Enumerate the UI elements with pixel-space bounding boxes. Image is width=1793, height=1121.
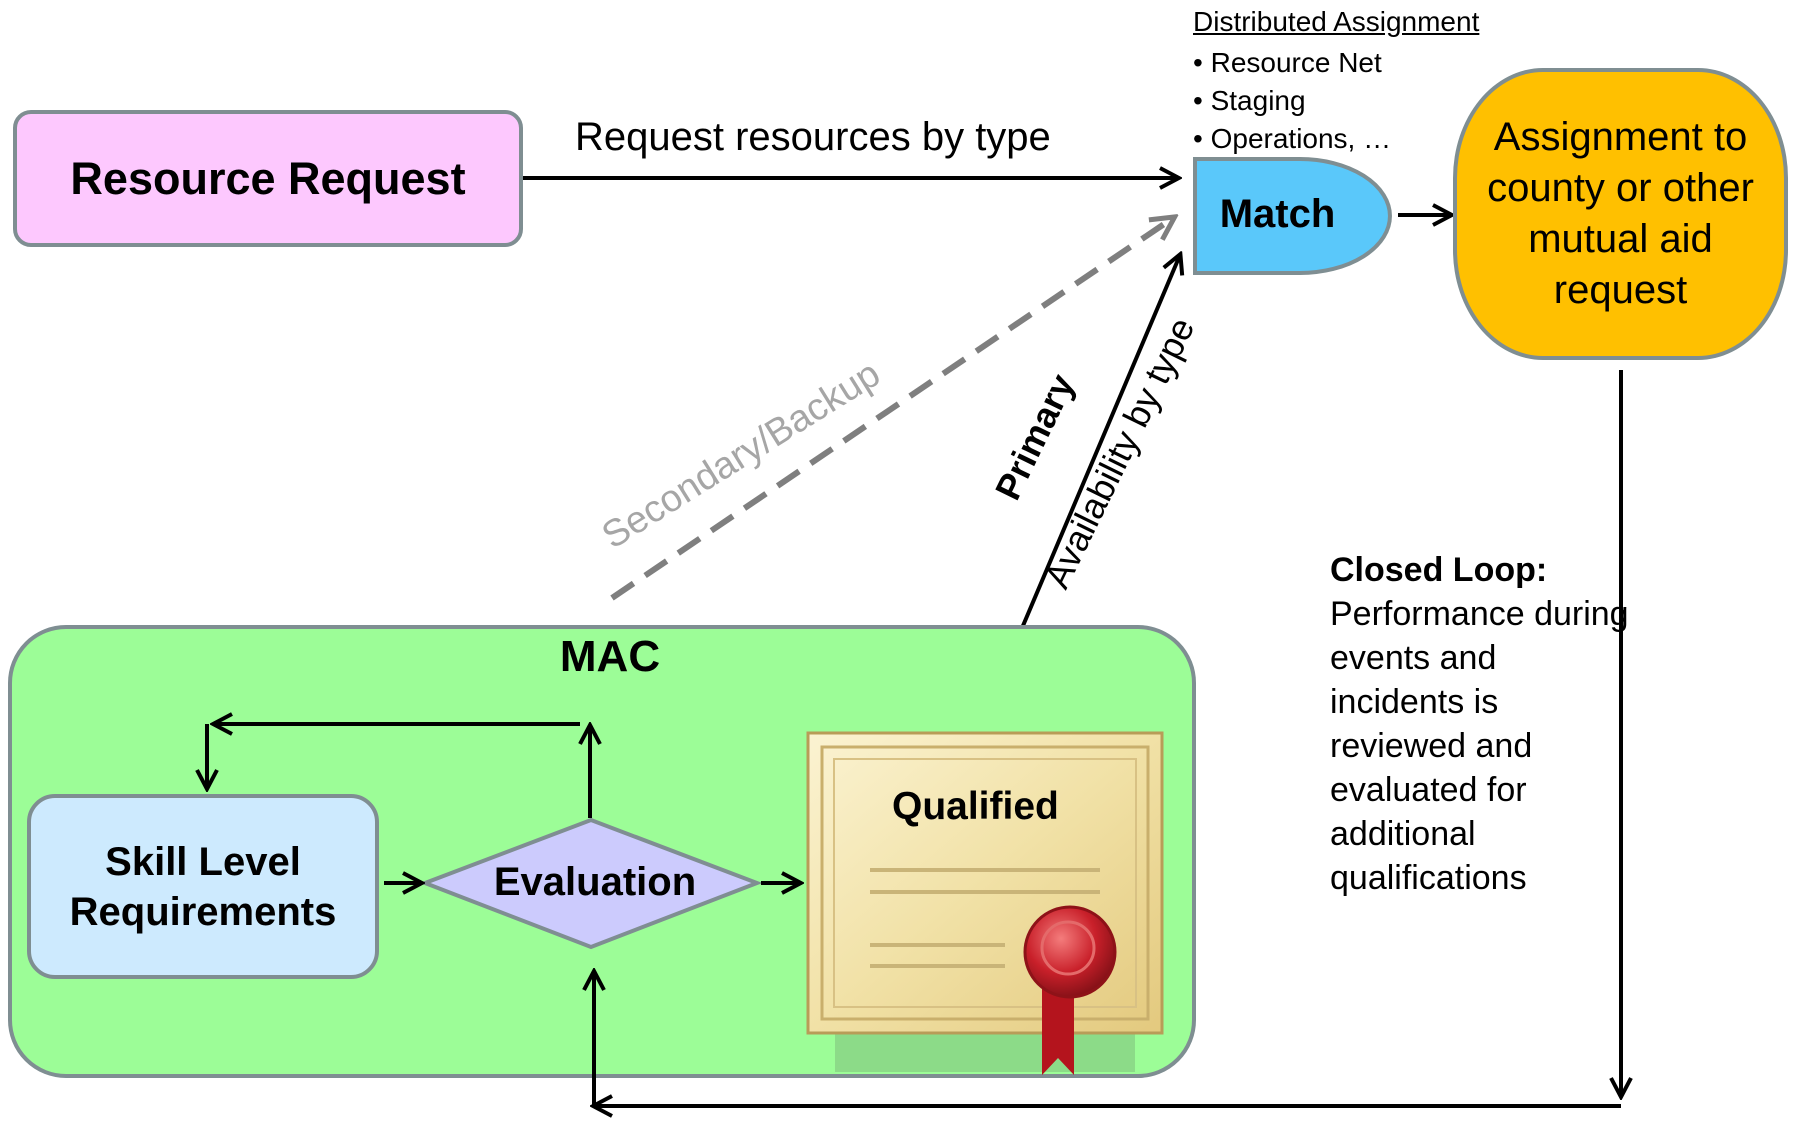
list-item: Staging: [1193, 82, 1391, 120]
list-item: Resource Net: [1193, 44, 1391, 82]
qualified-label: Qualified: [892, 785, 1059, 828]
mac-title: MAC: [559, 632, 661, 681]
match-label: Match: [1219, 192, 1336, 236]
evaluation-diamond: [419, 817, 763, 950]
assignment-box: Assignment to county or other mutual aid…: [1453, 68, 1788, 360]
closed-loop-text: Performance during events and incidents …: [1330, 595, 1629, 897]
resource-request-box: Resource Request: [13, 110, 523, 247]
skill-level-box: Skill Level Requirements: [27, 794, 379, 979]
distributed-assignment-title: Distributed Assignment: [1193, 6, 1480, 37]
evaluation-label: Evaluation: [493, 860, 697, 904]
list-item: Operations, …: [1193, 120, 1392, 158]
secondary-arrow: [610, 218, 1173, 601]
match-shape: [1193, 157, 1392, 275]
closed-loop-title: Closed Loop:: [1330, 551, 1548, 589]
distributed-assignment-list: Resource Net Staging Operations, …: [1193, 44, 1392, 158]
closed-loop-note: Closed Loop: Performance during events a…: [1330, 548, 1630, 900]
request-by-type-label: Request resources by type: [575, 115, 1051, 159]
certificate-icon: [806, 731, 1164, 1075]
